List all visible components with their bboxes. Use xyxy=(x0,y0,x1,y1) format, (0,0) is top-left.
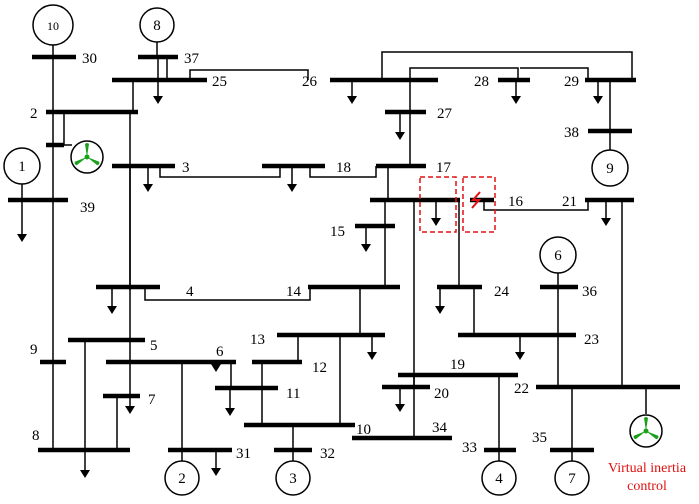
load-arrow-icon xyxy=(287,184,297,192)
load-arrow-icon xyxy=(17,234,27,242)
generator-10-label: 10 xyxy=(47,19,59,33)
generator-2 xyxy=(164,460,200,496)
bus-label-34: 34 xyxy=(432,420,448,436)
load-arrow-icon xyxy=(80,470,90,478)
bus-label-31: 31 xyxy=(236,446,251,462)
load-arrow-icon xyxy=(347,96,357,104)
generator-3-label: 3 xyxy=(289,471,297,487)
load-arrow-icon xyxy=(143,184,153,192)
bus-label-9: 9 xyxy=(30,342,38,358)
bus-label-27: 27 xyxy=(437,106,453,122)
load-arrow-icon xyxy=(435,306,445,314)
bus-label-35: 35 xyxy=(532,430,547,446)
load-arrow-icon xyxy=(601,218,611,226)
bus-label-36: 36 xyxy=(582,284,598,300)
load-arrow-icon xyxy=(593,96,603,104)
bus-label-26: 26 xyxy=(302,74,318,90)
bus-label-14: 14 xyxy=(286,284,302,300)
generator-4-label: 4 xyxy=(495,471,503,487)
load-arrow-icon xyxy=(225,408,235,416)
bus-label-11: 11 xyxy=(286,386,300,402)
generator-9-label: 9 xyxy=(606,161,614,177)
generator-4 xyxy=(481,460,517,496)
bus-label-39: 39 xyxy=(80,200,95,216)
generator-6-label: 6 xyxy=(554,248,562,264)
load-arrow-icon xyxy=(511,96,521,104)
bus-label-17: 17 xyxy=(436,160,452,176)
fault-box-right xyxy=(462,176,496,233)
bus-label-10: 10 xyxy=(356,422,371,438)
generator-10 xyxy=(32,4,74,46)
bus-label-15: 15 xyxy=(330,224,345,240)
generator-1 xyxy=(3,147,41,185)
bus-label-29: 29 xyxy=(564,74,579,90)
generators xyxy=(3,4,629,496)
bus-label-38: 38 xyxy=(564,125,579,141)
load-arrow-icon xyxy=(211,468,221,476)
bus-label-16: 16 xyxy=(508,194,524,210)
generator-9 xyxy=(591,149,629,187)
load-arrow-icon xyxy=(367,352,377,360)
bus-label-23: 23 xyxy=(584,332,599,348)
bus-label-24: 24 xyxy=(494,284,510,300)
virtual-inertia-label-line2: control xyxy=(627,479,667,494)
bus-label-3: 3 xyxy=(182,160,190,176)
bus-labels: 30 37 25 26 28 29 2 27 38 3 18 17 39 16 … xyxy=(30,51,599,462)
bus-label-32: 32 xyxy=(320,446,335,462)
fault-box-left xyxy=(419,176,457,233)
bus-label-12: 12 xyxy=(312,360,327,376)
bus-label-5: 5 xyxy=(150,338,158,354)
generator-7 xyxy=(554,460,590,496)
bus-label-18: 18 xyxy=(336,160,351,176)
bus-label-8: 8 xyxy=(32,428,40,444)
bus-label-4: 4 xyxy=(186,284,194,300)
generator-7-label: 7 xyxy=(568,471,576,487)
bus-label-20: 20 xyxy=(434,386,449,402)
bus-label-22: 22 xyxy=(514,381,529,397)
generator-8 xyxy=(139,7,175,43)
load-arrow-icon xyxy=(395,404,405,412)
load-arrow-icon xyxy=(361,244,371,252)
virtual-inertia-label-line1: Virtual inertia xyxy=(608,461,687,476)
transmission-lines xyxy=(21,40,647,462)
load-arrow-icon xyxy=(431,218,441,226)
loads xyxy=(17,57,611,478)
bus-label-6: 6 xyxy=(216,344,224,360)
load-arrow-icon xyxy=(211,364,221,372)
bus-label-25: 25 xyxy=(212,74,227,90)
bus-label-7: 7 xyxy=(148,392,156,408)
generator-8-label: 8 xyxy=(153,18,161,34)
generator-2-label: 2 xyxy=(178,471,186,487)
bus-bars xyxy=(8,54,680,453)
bus-label-2: 2 xyxy=(30,106,38,122)
bus-label-13: 13 xyxy=(250,332,265,348)
bus-label-19: 19 xyxy=(450,357,465,373)
wind-turbine-icon xyxy=(70,140,104,174)
bus-label-33: 33 xyxy=(462,440,477,456)
fault-lightning-icon xyxy=(470,191,482,209)
generator-6 xyxy=(539,236,577,274)
bus-label-37: 37 xyxy=(184,51,200,67)
load-arrow-icon xyxy=(125,406,135,414)
load-arrow-icon xyxy=(395,132,405,140)
load-arrow-icon xyxy=(107,306,117,314)
bus-label-28: 28 xyxy=(474,74,489,90)
wind-turbine-icon xyxy=(629,414,663,448)
load-arrow-icon xyxy=(153,96,163,104)
bus-label-30: 30 xyxy=(82,51,97,67)
load-arrow-icon xyxy=(515,352,525,360)
bus-label-21: 21 xyxy=(562,194,577,210)
generator-3 xyxy=(275,460,311,496)
generator-1-label: 1 xyxy=(18,159,26,175)
